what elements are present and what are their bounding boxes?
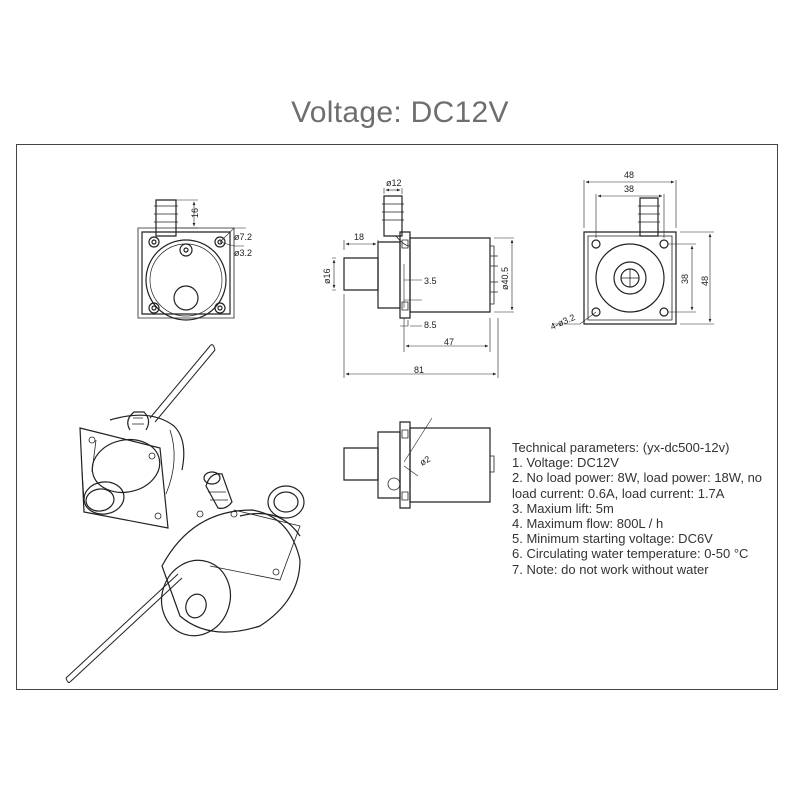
spec-item-1: 1. Voltage: DC12V — [512, 455, 619, 471]
front-view — [137, 199, 246, 321]
spec-item-4: 4. Maximum flow: 800L / h — [512, 516, 664, 532]
flange-width-inner-dim: 38 — [624, 184, 634, 194]
spec-item-6: 6. Circulating water temperature: 0-50 °… — [512, 546, 749, 562]
spec-item-2: 2. No load power: 8W, load power: 18W, n… — [512, 470, 763, 501]
flange-height-inner-dim: 38 — [680, 274, 690, 284]
front-hole-big-dim: ø7.2 — [234, 232, 252, 242]
spec-item-3: 3. Maxium lift: 5m — [512, 500, 614, 516]
perspective-view-pump-2 — [65, 471, 305, 683]
page-title: Voltage: DC12V — [291, 96, 509, 129]
front-hole-small-dim: ø3.2 — [234, 248, 252, 258]
side-tube-dim: ø12 — [386, 178, 402, 188]
detail-hole-dim: ø2 — [418, 454, 432, 468]
side-inlet-len-dim: 18 — [354, 232, 364, 242]
specs-heading: Technical parameters: (yx-dc500-12v) — [512, 440, 730, 455]
side-view — [332, 188, 514, 378]
front-tube-dim: 16 — [190, 208, 200, 218]
perspective-view-pump-1 — [79, 344, 216, 529]
side-total-len-dim: 81 — [414, 365, 424, 375]
detail-view — [343, 417, 495, 509]
flange-height-outer-dim: 48 — [700, 276, 710, 286]
spec-item-7: 7. Note: do not work without water — [512, 561, 709, 577]
spec-item-5: 5. Minimum starting voltage: DC6V — [512, 531, 713, 547]
technical-parameters: Technical parameters: (yx-dc500-12v) 1. … — [512, 440, 774, 577]
side-b-dim: 8.5 — [424, 320, 437, 330]
side-inlet-dia-dim: ø16 — [322, 268, 332, 284]
drawing-frame — [16, 144, 778, 690]
side-body-dia-dim: ø40.5 — [500, 267, 510, 290]
flange-width-outer-dim: 48 — [624, 170, 634, 180]
side-body-len-dim: 47 — [444, 337, 454, 347]
flange-holes-dim: 4-ø3.2 — [549, 312, 577, 332]
side-a-dim: 3.5 — [424, 276, 437, 286]
flange-view — [552, 180, 714, 325]
